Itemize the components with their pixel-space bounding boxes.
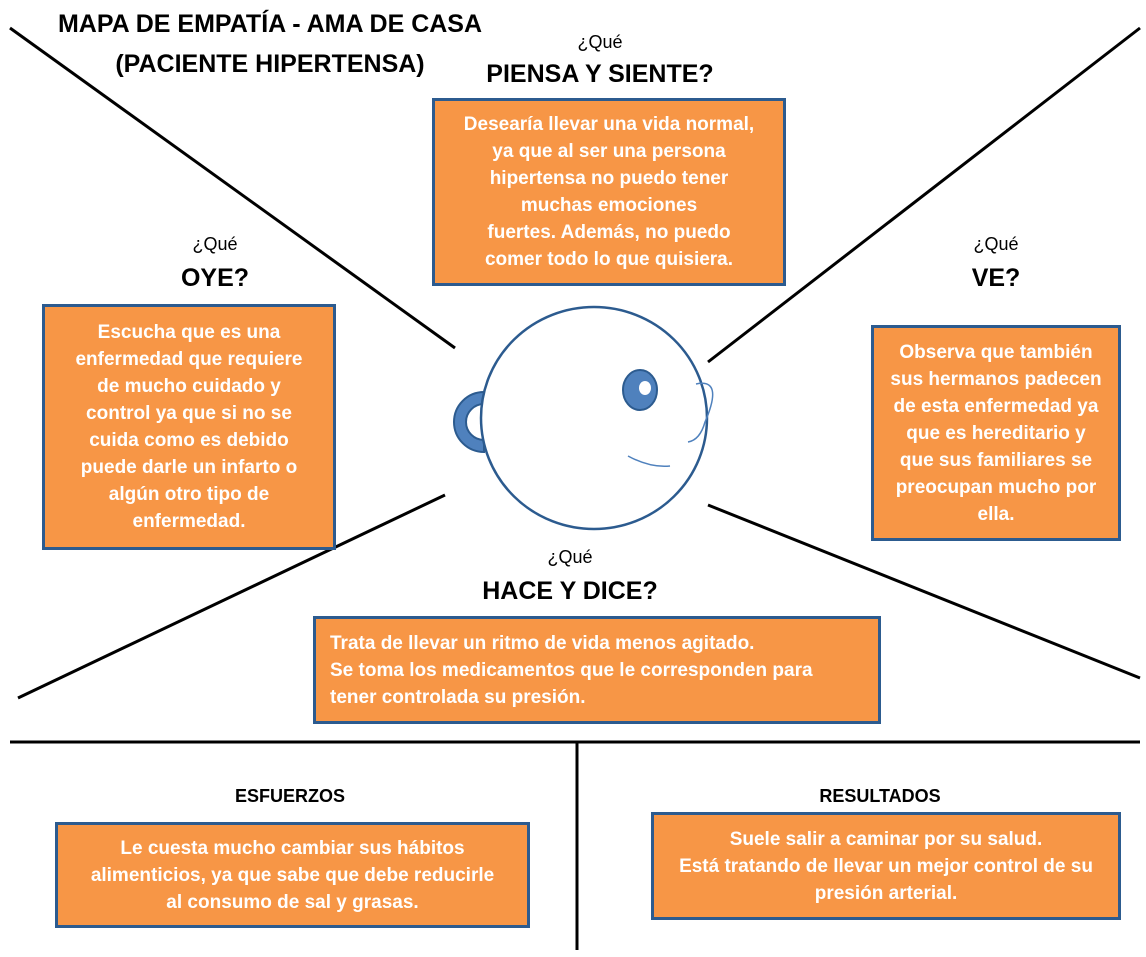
nose-shape (687, 382, 714, 443)
title-line-1: MAPA DE EMPATÍA - AMA DE CASA (57, 10, 483, 38)
hace-box: Trata de llevar un ritmo de vida menos a… (313, 616, 881, 724)
resultados-heading: RESULTADOS (819, 786, 941, 806)
ve-prefix: ¿Qué (973, 234, 1019, 254)
diagonal-bottom-right (707, 503, 1141, 680)
oye-heading: OYE? (180, 264, 250, 292)
oye-box: Escucha que es una enfermedad que requie… (42, 304, 336, 550)
diagonal-top-right (707, 26, 1141, 364)
page-title: MAPA DE EMPATÍA - AMA DE CASA (PACIENTE … (40, 8, 500, 80)
ve-heading: VE? (971, 264, 1021, 292)
hace-prefix: ¿Qué (547, 547, 593, 567)
piensa-prefix: ¿Qué (577, 32, 623, 52)
oye-prefix: ¿Qué (192, 234, 238, 254)
title-line-2: (PACIENTE HIPERTENSA) (115, 50, 425, 78)
piensa-heading: PIENSA Y SIENTE? (486, 60, 714, 88)
esfuerzos-heading: ESFUERZOS (234, 786, 345, 806)
head-outline (479, 305, 709, 531)
diagonal-bottom-left (17, 493, 446, 700)
eye-inner (639, 381, 651, 395)
mouth-shape (627, 455, 671, 468)
ve-box: Observa que también sus hermanos padecen… (871, 325, 1121, 541)
resultados-box: Suele salir a caminar por su salud. Está… (651, 812, 1121, 920)
diagonal-top-left (9, 26, 456, 350)
head-illustration (453, 305, 714, 531)
hace-heading: HACE Y DICE? (482, 577, 658, 605)
ear-shape (453, 390, 485, 454)
esfuerzos-box: Le cuesta mucho cambiar sus hábitos alim… (55, 822, 530, 928)
piensa-box: Desearía llevar una vida normal, ya que … (432, 98, 786, 286)
